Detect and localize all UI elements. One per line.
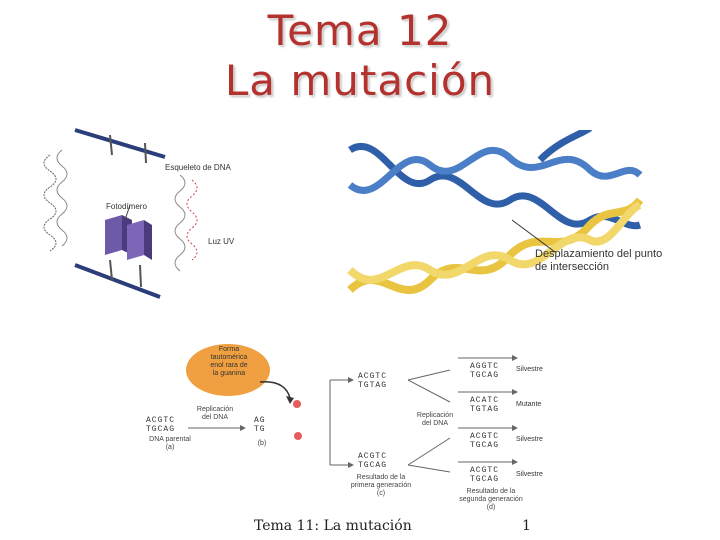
b-bottom-strand: TG [254, 425, 266, 434]
second-gen-1-label: Silvestre [516, 366, 543, 373]
helix-label-line-1: Desplazamiento del punto [535, 248, 663, 260]
second-gen-2-top: ACATC [470, 396, 500, 405]
backbone-label: Esqueleto de DNA [165, 163, 231, 172]
first-gen-2-top: ACGTC [358, 452, 388, 461]
helix-label: Desplazamiento del punto de intersección [535, 248, 662, 274]
slide-title: Tema 12 La mutación [0, 6, 720, 106]
thymine-dimer-figure: Esqueleto de DNA Fotodímero Luz UV [30, 125, 260, 305]
second-gen-label-line-2: segunda generación [459, 496, 523, 503]
uv-label: Luz UV [208, 237, 235, 246]
parental-top-strand: ACGTC [146, 416, 176, 425]
first-gen-label: Resultado de la primera generación (c) [336, 474, 426, 498]
parental-tag: (a) [165, 444, 175, 451]
tautomer-bubble: Forma tautomérica enol rara de la guanin… [202, 346, 256, 378]
replication-arrows [186, 344, 518, 473]
bubble-line-2: tautomérica [210, 354, 248, 361]
replication-label-1-line-2: del DNA [201, 414, 229, 421]
bubble-line-4: la guanina [212, 370, 246, 377]
dna-helix-figure: Desplazamiento del punto de intersección [340, 125, 680, 310]
b-tag: (b) [257, 440, 267, 447]
title-line-1: Tema 12 [267, 6, 453, 55]
second-gen-2-label: Mutante [516, 401, 542, 408]
thymine-dimer-illustration [43, 128, 198, 299]
page-number: 1 [522, 518, 531, 534]
first-gen-1-top: ACGTC [358, 372, 388, 381]
bubble-line-1: Forma [218, 346, 240, 353]
replication-label-1-line-1: Replicación [196, 406, 234, 413]
dimer-label: Fotodímero [106, 202, 147, 211]
second-gen-2-bottom: TGTAG [470, 405, 500, 414]
helix-label-line-2: de intersección [535, 261, 609, 273]
second-gen-1-bottom: TGCAG [470, 371, 500, 380]
replication-figure: Forma tautomérica enol rara de la guanin… [140, 340, 580, 520]
second-gen-label: Resultado de la segunda generación (d) [446, 488, 536, 512]
first-gen-2-bottom: TGCAG [358, 461, 388, 470]
replication-label-2: Replicación del DNA [410, 412, 460, 428]
second-gen-4-label: Silvestre [516, 471, 543, 478]
first-gen-label-line-2: primera generación [350, 482, 412, 489]
parental-label: DNA parental (a) [140, 436, 200, 452]
parental-label-text: DNA parental [149, 436, 191, 443]
first-gen-tag: (c) [376, 490, 386, 497]
replication-label-2-line-2: del DNA [421, 420, 449, 427]
replication-label-1: Replicación del DNA [190, 406, 240, 422]
second-gen-3-bottom: TGCAG [470, 441, 500, 450]
second-gen-4-bottom: TGCAG [470, 475, 500, 484]
second-gen-tag: (d) [486, 504, 496, 511]
second-gen-1-top: AGGTC [470, 362, 500, 371]
second-gen-4-top: ACGTC [470, 466, 500, 475]
bubble-line-3: enol rara de [210, 362, 248, 369]
title-line-2: La mutación [224, 56, 496, 105]
first-gen-1-bottom: TGTAG [358, 381, 388, 390]
b-top-strand: AG [254, 416, 266, 425]
second-gen-3-label: Silvestre [516, 436, 543, 443]
second-gen-3-top: ACGTC [470, 432, 500, 441]
dna-helix-illustration [347, 125, 644, 294]
parental-bottom-strand: TGCAG [146, 425, 176, 434]
first-gen-label-line-1: Resultado de la [356, 474, 406, 481]
second-gen-label-line-1: Resultado de la [466, 488, 516, 495]
footer-text: Tema 11: La mutación [254, 518, 412, 534]
replication-label-2-line-1: Replicación [416, 412, 454, 419]
